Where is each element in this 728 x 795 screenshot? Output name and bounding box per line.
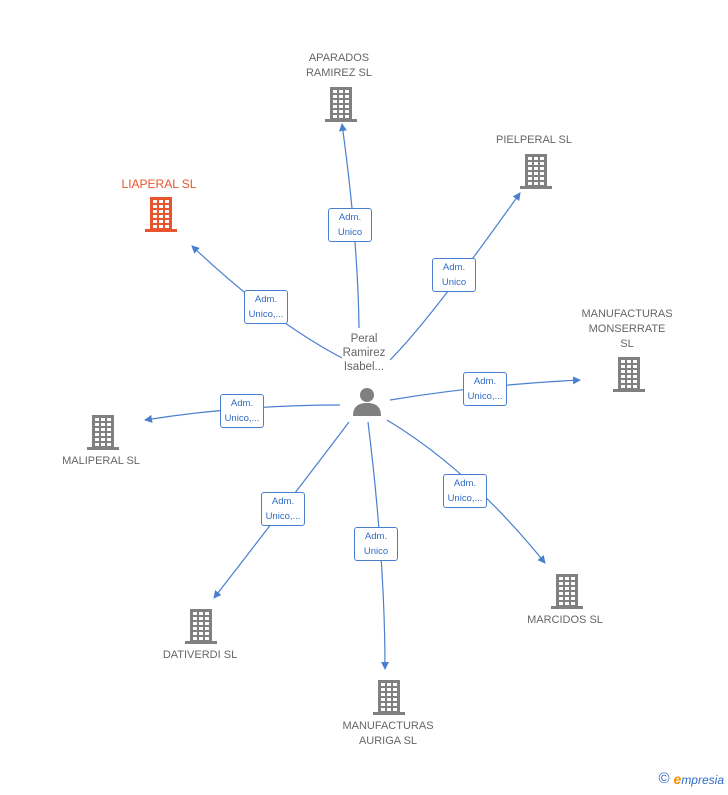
edge-label-manufacturas-monserrate[interactable]: Adm. Unico,... <box>463 372 507 406</box>
building-icon-maliperal[interactable] <box>86 414 120 450</box>
edge-label-marcidos[interactable]: Adm. Unico,... <box>443 474 487 508</box>
company-label-maliperal[interactable]: MALIPERAL SL <box>62 455 140 467</box>
person-icon[interactable] <box>352 386 382 416</box>
company-label-manufacturas-monserrate[interactable]: MANUFACTURAS MONSERRATE SL <box>581 308 673 350</box>
building-icon-aparados[interactable] <box>324 86 358 122</box>
company-label-marcidos[interactable]: MARCIDOS SL <box>527 614 603 626</box>
building-icon-pielperal[interactable] <box>519 153 553 189</box>
footer-brand: © empresia <box>658 770 724 787</box>
edge-label-aparados[interactable]: Adm. Unico <box>328 208 372 242</box>
copyright-icon: © <box>658 770 670 787</box>
company-label-dativerdi[interactable]: DATIVERDI SL <box>162 649 238 661</box>
building-icon-liaperal[interactable] <box>144 196 178 232</box>
company-label-manufacturas-auriga[interactable]: MANUFACTURAS AURIGA SL <box>342 720 434 747</box>
center-person-label[interactable]: Peral Ramirez Isabel... <box>342 332 386 374</box>
building-icon-manufacturas-monserrate[interactable] <box>612 356 646 392</box>
building-icon-dativerdi[interactable] <box>184 608 218 644</box>
edge-line-pielperal <box>389 192 521 361</box>
edge-label-dativerdi[interactable]: Adm. Unico,... <box>261 492 305 526</box>
edge-label-pielperal[interactable]: Adm. Unico <box>432 258 476 292</box>
building-icon-marcidos[interactable] <box>550 573 584 609</box>
company-label-liaperal[interactable]: LIAPERAL SL <box>121 177 197 191</box>
company-label-pielperal[interactable]: PIELPERAL SL <box>495 134 573 146</box>
edge-label-liaperal[interactable]: Adm. Unico,... <box>244 290 288 324</box>
company-label-aparados[interactable]: APARADOS RAMIREZ SL <box>305 52 373 79</box>
brand-logo[interactable]: empresia <box>673 770 724 787</box>
building-icon-manufacturas-auriga[interactable] <box>372 679 406 715</box>
edge-label-manufacturas-auriga[interactable]: Adm. Unico <box>354 527 398 561</box>
edge-label-maliperal[interactable]: Adm. Unico,... <box>220 394 264 428</box>
